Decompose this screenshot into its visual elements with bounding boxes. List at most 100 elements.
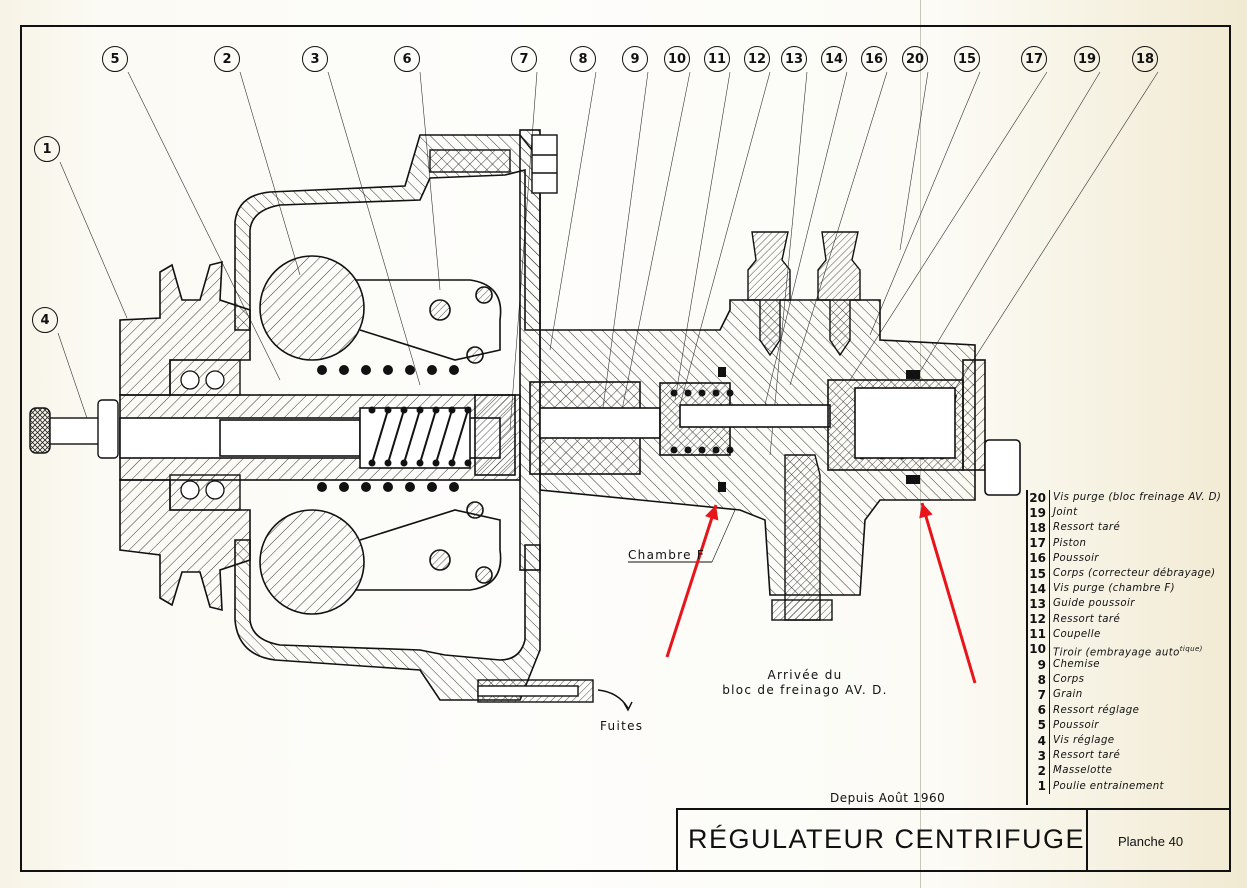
- legend-label-sup: tique): [1179, 644, 1203, 653]
- legend-item: 20 Vis purge (bloc freinage AV. D): [1028, 490, 1231, 506]
- spring-wire: [403, 409, 421, 464]
- legend-label: Poussoir: [1049, 717, 1099, 733]
- legend-label: Vis réglage: [1049, 733, 1115, 749]
- spring-wire: [435, 409, 453, 464]
- fuites-label: Fuites: [600, 719, 644, 733]
- legend-label-text: Poussoir: [1053, 552, 1099, 564]
- legend-label-text: Joint: [1053, 507, 1078, 519]
- spring-coil: [361, 482, 371, 492]
- legend-label-text: Chemise: [1053, 659, 1100, 671]
- leak-arrow: [597, 689, 629, 709]
- callout-16: 16: [861, 46, 887, 72]
- legend-item: 19 Joint: [1028, 505, 1231, 521]
- legend-label: Poulie entrainement: [1049, 778, 1164, 794]
- spring-wire: [371, 409, 389, 464]
- legend-label: Tiroir (embrayage autotique): [1049, 641, 1203, 659]
- callout-9: 9: [622, 46, 648, 72]
- title-block: RÉGULATEUR CENTRIFUGE Planche 40: [676, 808, 1231, 872]
- legend-label-text: Ressort réglage: [1053, 704, 1140, 716]
- legend-label: Vis purge (bloc freinage AV. D): [1049, 490, 1222, 506]
- callout-18: 18: [1132, 46, 1158, 72]
- flyweight-arms: [355, 279, 502, 591]
- legend-item: 16 Poussoir: [1028, 550, 1231, 566]
- red-arrow-head: [919, 503, 933, 519]
- callout-14: 14: [821, 46, 847, 72]
- title-divider: [1086, 810, 1088, 872]
- drawing-title: RÉGULATEUR CENTRIFUGE: [688, 824, 1086, 854]
- legend-label: Corps (correcteur débrayage): [1049, 565, 1216, 582]
- legend-label: Coupelle: [1049, 626, 1101, 642]
- legend-label-text: Vis réglage: [1053, 735, 1115, 746]
- spring-coil: [383, 482, 393, 492]
- legend-item: 6 Ressort réglage: [1028, 702, 1231, 718]
- spring-coil: [449, 482, 459, 492]
- pulley: [119, 260, 251, 612]
- legend-label: Poussoir: [1049, 550, 1099, 566]
- legend-number: 12: [1029, 612, 1046, 627]
- spring-coil: [361, 365, 371, 375]
- red-highlight-arrows: [665, 502, 977, 684]
- cover-bolt: [429, 134, 558, 194]
- legend-number: 16: [1029, 551, 1046, 566]
- legend-label: Ressort taré: [1049, 748, 1120, 764]
- callout-15: 15: [954, 46, 980, 72]
- legend-label-text: Ressort taré: [1053, 522, 1121, 534]
- legend-label: Corps: [1049, 672, 1084, 688]
- spring-coil: [427, 482, 437, 492]
- flyweights: [259, 255, 365, 615]
- spring-wire: [451, 409, 469, 464]
- legend-label-text: Tiroir (embrayage auto: [1053, 647, 1180, 659]
- legend-label-text: Vis purge (chambre F): [1053, 583, 1176, 595]
- drain-fitting: [477, 679, 594, 703]
- spring-coil: [317, 482, 327, 492]
- legend-number: 2: [1037, 763, 1046, 778]
- adjusting-screw: [29, 399, 119, 459]
- spring-coil: [405, 482, 415, 492]
- plate-number: Planche 40: [1118, 834, 1184, 849]
- callout-1: 1: [34, 136, 60, 162]
- legend-label: Vis purge (chambre F): [1049, 581, 1176, 597]
- callout-7: 7: [511, 46, 537, 72]
- legend-number: 1: [1037, 779, 1046, 794]
- legend-number: 11: [1029, 627, 1046, 642]
- legend-number: 6: [1037, 703, 1046, 718]
- legend-number: 4: [1037, 733, 1046, 748]
- spring-coil: [368, 406, 376, 414]
- callout-3: 3: [302, 46, 328, 72]
- legend-number: 17: [1029, 536, 1046, 551]
- legend-label: Chemise: [1049, 657, 1100, 673]
- legend-number: 13: [1029, 596, 1046, 611]
- spring-coil: [339, 365, 349, 375]
- legend-item: 4 Vis réglage: [1028, 733, 1231, 749]
- legend-label: Grain: [1049, 687, 1083, 703]
- legend-label: Masselotte: [1049, 763, 1112, 779]
- arrivee-line1: Arrivée du: [767, 668, 843, 682]
- spring-coil: [405, 365, 415, 375]
- legend-number: 8: [1037, 672, 1046, 687]
- callout-20: 20: [902, 46, 928, 72]
- legend-label-text: Vis purge (bloc freinage AV. D): [1053, 492, 1222, 503]
- legend-label: Ressort taré: [1049, 611, 1120, 627]
- legend-number: 9: [1037, 657, 1046, 672]
- legend-number: 20: [1029, 490, 1046, 505]
- bearings: [169, 359, 241, 511]
- legend-label: Ressort taré: [1049, 520, 1121, 536]
- callout-19: 19: [1074, 46, 1100, 72]
- spring-coil: [339, 482, 349, 492]
- spring-wire: [419, 409, 437, 464]
- legend-number: 7: [1037, 688, 1046, 703]
- seals-19: [718, 367, 920, 492]
- legend-number: 19: [1029, 505, 1046, 520]
